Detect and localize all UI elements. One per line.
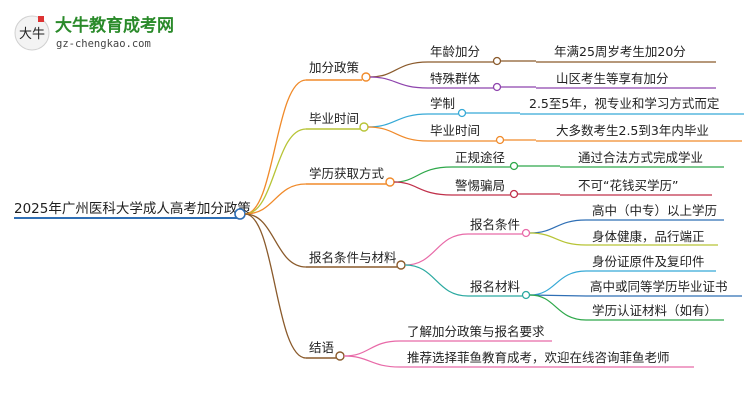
root-label: 2025年广州医科大学成人高考加分政策 <box>14 200 251 217</box>
connector <box>367 126 429 142</box>
connector <box>343 340 401 357</box>
logo-glyph: 大牛 <box>19 27 45 42</box>
node-registration[interactable]: 报名条件与材料 <box>309 250 397 265</box>
connector <box>244 213 307 359</box>
connector <box>529 219 587 234</box>
connector <box>393 181 453 196</box>
node-bonus-policy[interactable]: 加分政策 <box>309 60 360 75</box>
toggle[interactable] <box>495 135 505 145</box>
node-graduation-time-sub[interactable]: 毕业时间 <box>430 123 480 138</box>
leaf-legal-path: 通过合法方式完成学业 <box>578 150 703 165</box>
connector <box>529 270 587 296</box>
toggle[interactable] <box>509 161 519 171</box>
connector <box>404 264 469 297</box>
connector <box>367 113 429 128</box>
leaf-id-card: 身份证原件及复印件 <box>592 254 705 269</box>
leaf-beware-scam: 不可“花钱买学历” <box>578 178 678 193</box>
leaf-education-requirement: 高中（中专）以上学历 <box>592 203 717 218</box>
toggle[interactable] <box>385 177 395 187</box>
toggle[interactable] <box>521 290 531 300</box>
node-registration-conditions[interactable]: 报名条件 <box>470 217 520 232</box>
node-age-bonus[interactable]: 年龄加分 <box>430 44 480 59</box>
branch-registration: 报名条件与材料 报名条件 高中（中专）以上学历 身体健康，品行端正 报名材料 身… <box>306 203 742 321</box>
leaf-understand-policy: 了解加分政策与报名要求 <box>407 324 545 339</box>
toggle[interactable] <box>457 108 467 118</box>
toggle[interactable] <box>335 351 345 361</box>
toggle[interactable] <box>359 122 369 132</box>
leaf-school-system: 2.5至5年，视专业和学习方式而定 <box>529 96 719 111</box>
toggle[interactable] <box>492 56 502 66</box>
leaf-certification: 学历认证材料（如有） <box>592 303 717 318</box>
connector <box>244 128 307 215</box>
branch-conclusion: 结语 了解加分政策与报名要求 推荐选择菲鱼教育成考，欢迎在线咨询菲鱼老师 <box>306 324 694 368</box>
leaf-recommendation: 推荐选择菲鱼教育成考，欢迎在线咨询菲鱼老师 <box>407 350 670 365</box>
connector <box>244 79 307 215</box>
toggle[interactable] <box>396 260 406 270</box>
logo-red-mark <box>38 16 44 22</box>
node-conclusion[interactable]: 结语 <box>309 340 334 355</box>
leaf-graduation-time: 大多数考生2.5到3年内毕业 <box>556 123 709 138</box>
connector <box>404 233 469 266</box>
branch-graduation-time: 毕业时间 学制 2.5至5年，视专业和学习方式而定 毕业时间 大多数考生2.5到… <box>306 96 744 145</box>
branch-degree-acquisition: 学历获取方式 正规途径 通过合法方式完成学业 警惕骗局 不可“花钱买学历” <box>306 150 724 199</box>
node-school-system[interactable]: 学制 <box>430 96 455 111</box>
brand-title: 大牛教育成考网 <box>55 15 174 36</box>
toggle[interactable] <box>509 189 519 199</box>
toggle[interactable] <box>521 228 531 238</box>
node-legal-path[interactable]: 正规途径 <box>455 150 505 165</box>
node-special-group[interactable]: 特殊群体 <box>430 71 481 86</box>
node-graduation-time[interactable]: 毕业时间 <box>309 111 359 126</box>
connector <box>244 183 307 215</box>
connector <box>369 61 429 78</box>
brand-logo: 大牛 <box>14 15 50 51</box>
connector <box>529 232 587 246</box>
connector <box>369 76 429 89</box>
brand-url: gz-chengkao.com <box>56 38 151 50</box>
root-node[interactable]: 2025年广州医科大学成人高考加分政策 <box>14 200 251 220</box>
toggle[interactable] <box>492 82 502 92</box>
leaf-health-requirement: 身体健康，品行端正 <box>592 229 705 244</box>
leaf-special-group: 山区考生等享有加分 <box>556 71 669 86</box>
root-toggle[interactable] <box>234 208 246 220</box>
connector <box>529 294 587 297</box>
node-registration-materials[interactable]: 报名材料 <box>470 279 521 294</box>
logo-badge <box>14 15 50 51</box>
leaf-diploma: 高中或同等学历毕业证书 <box>590 279 728 294</box>
connector <box>244 213 307 268</box>
node-degree-acquisition[interactable]: 学历获取方式 <box>309 166 385 181</box>
connector <box>393 166 453 183</box>
connector <box>529 294 587 321</box>
connector <box>343 355 401 368</box>
node-beware-scam[interactable]: 警惕骗局 <box>455 178 505 193</box>
root-connectors <box>244 79 307 359</box>
toggle[interactable] <box>361 72 371 82</box>
leaf-age-bonus: 年满25周岁考生加20分 <box>554 44 686 59</box>
branch-bonus-policy: 加分政策 年龄加分 年满25周岁考生加20分 特殊群体 山区考生等享有加分 <box>306 44 716 92</box>
